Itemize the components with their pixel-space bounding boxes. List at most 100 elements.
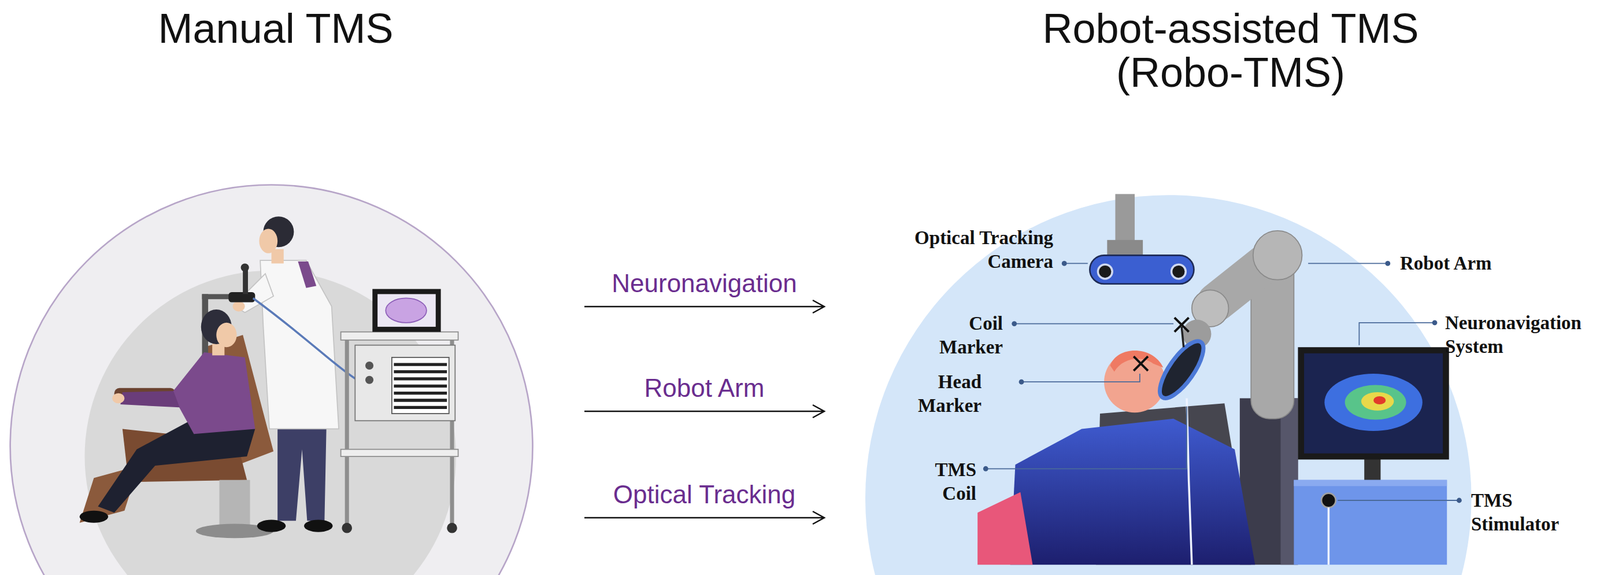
leader-lines [1064,263,1088,265]
neuronavigation-monitor [1324,373,1422,431]
neuronavigation-monitor [1373,395,1386,405]
scene-circle [865,194,1472,575]
neuronavigation-monitor [1364,457,1381,482]
panel-title: Manual TMS [15,6,536,51]
tms-cart [341,522,353,533]
tms-cart [377,293,436,327]
neuronavigation-monitor [1297,346,1449,459]
flow-arrow [584,510,825,524]
leader-dots [1011,320,1017,327]
callout-label: Coil Marker [927,311,1003,360]
tms-stimulator [1293,479,1447,565]
neuronavigation-monitor [1345,384,1407,420]
markers [1133,356,1148,371]
patient [1110,350,1164,372]
clinician [241,263,250,272]
tracking-camera [1089,254,1194,284]
tms-cart [372,289,441,332]
patient [112,393,125,404]
panel-title: Robot-assisted TMS (Robo-TMS) [1005,6,1457,95]
arrow-label: Optical Tracking [610,479,798,510]
neuronavigation-monitor [1361,391,1394,411]
tms-stimulator [1293,479,1447,565]
manual-scene [10,184,533,575]
patient [79,309,256,523]
arrow-label: Neuronavigation [609,268,799,299]
tms-cart [341,449,459,457]
clinician [232,301,245,312]
patient [1010,418,1256,565]
tms-cart [365,361,374,370]
scene [10,184,1472,575]
illustration-panel: Manual TMS [0,0,585,575]
leader-dots [983,260,1462,503]
robot-arm [1253,230,1303,280]
treatment-chair [202,293,233,299]
treatment-chair [219,479,251,526]
flow-arrow [584,300,825,313]
tms-cart [365,375,374,384]
tms-stimulator [1321,493,1336,508]
patient [120,390,180,407]
tms-coil [1181,326,1184,347]
tms-cart [385,297,427,322]
markers [1133,317,1189,371]
leader-dots [1456,497,1462,503]
leader-lines [1308,263,1388,265]
callout-label: TMS Stimulator [1471,488,1576,537]
tms-cart [341,331,459,340]
leader-dots [1384,260,1391,266]
leader-dots [1061,260,1068,266]
leader-lines [985,263,1459,500]
tms-coil [1152,326,1211,565]
callout-label: Optical Tracking Camera [905,226,1054,274]
tracking-camera [1089,193,1194,284]
clinician [258,228,278,253]
leader-lines [1358,322,1435,346]
tms-stimulator [1293,479,1447,487]
tracking-camera [1171,264,1187,279]
callout-label: TMS Coil [918,457,977,506]
leader-lines [1014,323,1174,325]
tms-coil [1186,397,1192,565]
neuronavigation-monitor [1297,346,1449,482]
tms-cart [446,522,458,533]
patient [216,322,237,347]
illustration-panel: Robot-assisted TMS (Robo-TMS) [824,0,1600,575]
tms-coil [1152,334,1211,405]
clinician [257,519,286,532]
callout-label: Head Marker [906,369,982,418]
patient [171,352,256,434]
leader-lines [1337,499,1459,501]
clinician [304,519,333,532]
tms-cart [393,364,447,407]
patient [79,510,109,523]
clinician [228,216,339,532]
patient [977,350,1255,565]
leader-dots [1432,319,1438,325]
leader-lines [1021,373,1140,382]
leader-lines [985,406,1187,469]
tms-cart [345,336,350,527]
tms-stimulator [1327,506,1331,565]
tracking-camera [1115,193,1135,242]
tms-cart [253,289,459,533]
markers [1174,317,1190,332]
robo-scene [865,193,1472,575]
callout-label: Robot Arm [1400,251,1574,276]
leader-dots [983,465,989,472]
tracking-camera [1097,264,1113,279]
clinician [297,261,317,288]
neuronavigation-monitor [1304,353,1443,454]
leader-dots [1019,379,1025,385]
clinician [277,420,327,521]
scene-circle [10,184,533,575]
patient [977,491,1033,565]
callout-label: Neuronavigation System [1445,310,1597,359]
clinician [228,291,255,303]
clinician [260,260,339,429]
tms-cart [354,345,455,421]
